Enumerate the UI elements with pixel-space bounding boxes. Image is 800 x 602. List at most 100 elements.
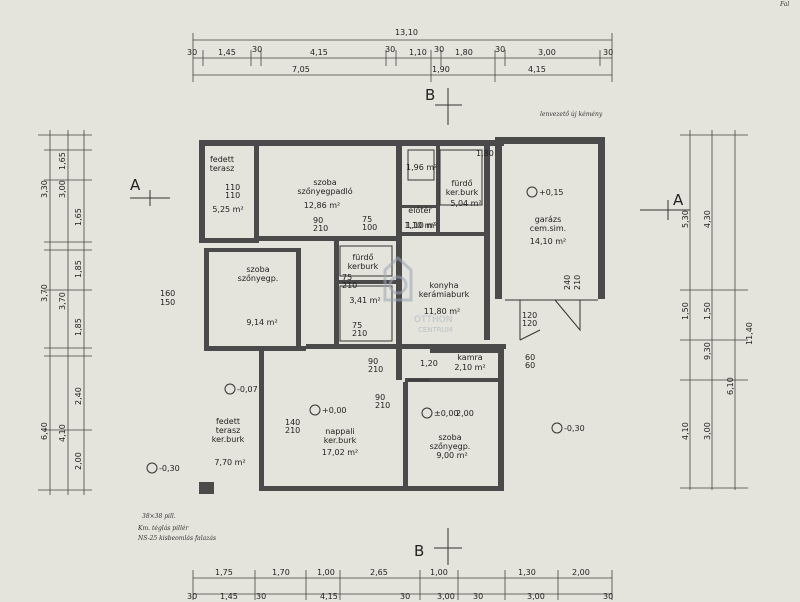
right-dim: 4,30 xyxy=(703,210,712,228)
room-name: kerburk xyxy=(348,262,379,271)
section-label: B xyxy=(425,86,435,104)
room-name: terasz xyxy=(216,426,241,435)
room-area: 3,41 m² xyxy=(349,296,380,305)
opening-label: 110 xyxy=(225,191,240,200)
opening-label: 160 xyxy=(160,289,175,298)
opening-label: 240 xyxy=(563,275,572,290)
bottom-dim: 30 xyxy=(603,592,613,601)
svg-text:210: 210 xyxy=(573,275,582,290)
bottom-dims-row1: 1,75 1,70 1,00 2,65 1,00 1,30 2,00 xyxy=(215,568,590,577)
bottom-dim: 30 xyxy=(187,592,197,601)
section-label: A xyxy=(673,191,684,209)
level-marks: +0,00 -0,07 -0,30 -0,30 +0,15 ±0,00 xyxy=(146,186,585,474)
left-dim: 2,40 xyxy=(74,387,83,405)
bottom-dim: 30 xyxy=(473,592,483,601)
room-area: 5,04 m² xyxy=(450,199,481,208)
top-dim: 30 xyxy=(385,45,395,54)
room-pantry: kamra 2,10 m² xyxy=(454,353,485,372)
room-name: fedett xyxy=(216,417,240,426)
bottom-dim: 1,30 xyxy=(518,568,536,577)
left-dim: 1,65 xyxy=(58,152,67,170)
top-dim: 7,05 xyxy=(292,65,310,74)
room-name: szőnyegp. xyxy=(238,274,279,283)
right-dim: 1,50 xyxy=(681,302,690,320)
room-name: ker.burk xyxy=(212,435,245,444)
room-name: konyha xyxy=(429,281,458,290)
bottom-dim: 1,00 xyxy=(430,568,448,577)
room-area: 14,10 m² xyxy=(530,237,566,246)
right-dim: 9,30 xyxy=(703,342,712,360)
opening-label: 210 xyxy=(352,329,367,338)
left-dim: 3,70 xyxy=(58,292,67,310)
opening-label: 75 xyxy=(352,321,362,330)
room-name: kerámiaburk xyxy=(419,290,470,299)
opening-label: 120 xyxy=(522,319,537,328)
left-dim: 6,40 xyxy=(40,422,49,440)
room-area: 1,10 m² xyxy=(404,221,435,230)
section-a-left: A xyxy=(130,176,170,206)
opening-label: 60 xyxy=(525,353,535,362)
opening-label: 210 xyxy=(285,426,300,435)
top-dim: 30 xyxy=(495,45,505,54)
top-dim: 1,90 xyxy=(432,65,450,74)
opening-label: 1,80 xyxy=(476,149,494,158)
left-dim: 3,00 xyxy=(58,180,67,198)
top-dims-row2: 7,05 1,90 4,15 xyxy=(292,65,546,74)
watermark-logo: OTTHON CENTRUM xyxy=(383,255,453,334)
room-area: 17,02 m² xyxy=(322,448,358,457)
left-dims-outer: 3,30 3,70 6,40 xyxy=(40,180,49,440)
room-area: 12,86 m² xyxy=(304,201,340,210)
bottom-dims-row2: 30 1,45 30 4,15 30 3,00 30 3,00 30 xyxy=(187,592,613,601)
top-total-dim: 13,10 xyxy=(395,28,418,37)
room-name: nappali xyxy=(325,427,354,436)
level-mark: ±0,00 xyxy=(434,409,459,418)
bottom-dim: 30 xyxy=(256,592,266,601)
room-name: fedett xyxy=(210,155,234,164)
room-name: szőnyegpadló xyxy=(297,186,352,196)
opening-label: 210 xyxy=(573,275,582,290)
level-mark: -0,30 xyxy=(564,424,585,433)
room-area: 5,25 m² xyxy=(212,205,243,214)
top-dim: 30 xyxy=(434,45,444,54)
room-name: szoba xyxy=(313,178,336,187)
opening-label: 210 xyxy=(375,401,390,410)
level-mark: -0,07 xyxy=(237,385,258,394)
top-dim: 4,15 xyxy=(310,48,328,57)
opening-label: 100 xyxy=(362,223,377,232)
opening-label: 210 xyxy=(342,281,357,290)
level-mark: +0,00 xyxy=(322,406,347,415)
opening-label: 90 xyxy=(313,216,323,225)
pillar-note: 38×38 pill. xyxy=(142,513,176,520)
watermark-text: OTTHON xyxy=(414,315,453,325)
room-name: kamra xyxy=(457,353,482,362)
top-dim: 4,15 xyxy=(528,65,546,74)
left-dim: 3,70 xyxy=(40,284,49,302)
top-dimension-lines xyxy=(192,33,613,82)
top-dim: 3,00 xyxy=(538,48,556,57)
top-dim: 1,80 xyxy=(455,48,473,57)
bottom-dim: 1,75 xyxy=(215,568,233,577)
room-name: ker.burk xyxy=(324,436,357,445)
opening-label: 150 xyxy=(160,298,175,307)
room-name: fürdő xyxy=(352,253,373,262)
